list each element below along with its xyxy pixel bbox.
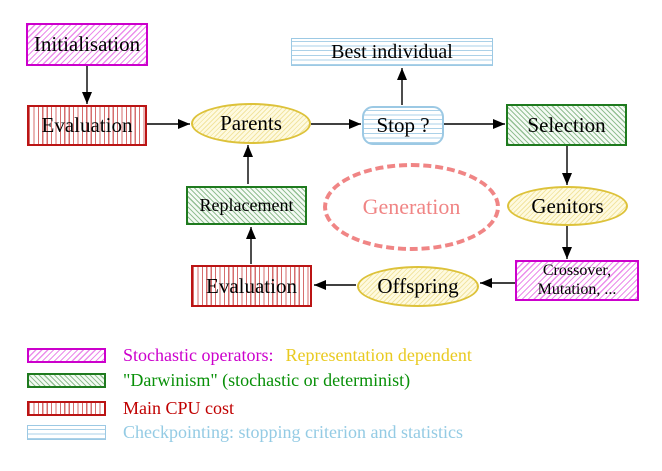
node-stop: Stop ? <box>362 106 444 145</box>
node-selection: Selection <box>506 104 627 146</box>
node-initialisation: Initialisation <box>26 23 148 66</box>
legend-label-darwinism: "Darwinism" (stochastic or determinist) <box>123 369 411 390</box>
legend-label-main-cpu-cost: Main CPU cost <box>123 397 235 418</box>
legend-swatch-main-cpu-cost <box>27 400 106 416</box>
legend-row-darwinism: "Darwinism" (stochastic or determinist) <box>27 370 410 390</box>
crossover-line2: Mutation, ... <box>537 280 617 298</box>
legend-row-checkpointing: Checkpointing: stopping criterion and st… <box>27 422 463 442</box>
node-replacement: Replacement <box>186 186 307 225</box>
legend-swatch-checkpointing <box>27 424 106 440</box>
crossover-line1: Crossover, <box>542 262 612 280</box>
node-genitors: Genitors <box>507 186 628 226</box>
node-parents: Parents <box>191 103 311 144</box>
legend-swatch-darwinism <box>27 372 106 388</box>
node-crossover-mutation: Crossover, Mutation, ... <box>515 260 639 301</box>
legend-row-stochastic-operators: Stochastic operators: Representation dep… <box>27 345 472 365</box>
legend-note-representation-dependent: Representation dependent <box>285 344 472 365</box>
node-offspring: Offspring <box>357 266 479 307</box>
legend-label-checkpointing: Checkpointing: stopping criterion and st… <box>123 421 463 442</box>
node-best-individual: Best individual <box>291 38 493 66</box>
legend-swatch-stochastic-operators <box>27 347 106 363</box>
legend-label-stochastic-operators: Stochastic operators: <box>123 344 274 365</box>
generation-loop-ellipse: Generation <box>323 163 500 251</box>
node-evaluation-top: Evaluation <box>27 105 147 146</box>
legend-row-main-cpu-cost: Main CPU cost <box>27 398 234 418</box>
node-evaluation-bottom: Evaluation <box>191 265 312 307</box>
